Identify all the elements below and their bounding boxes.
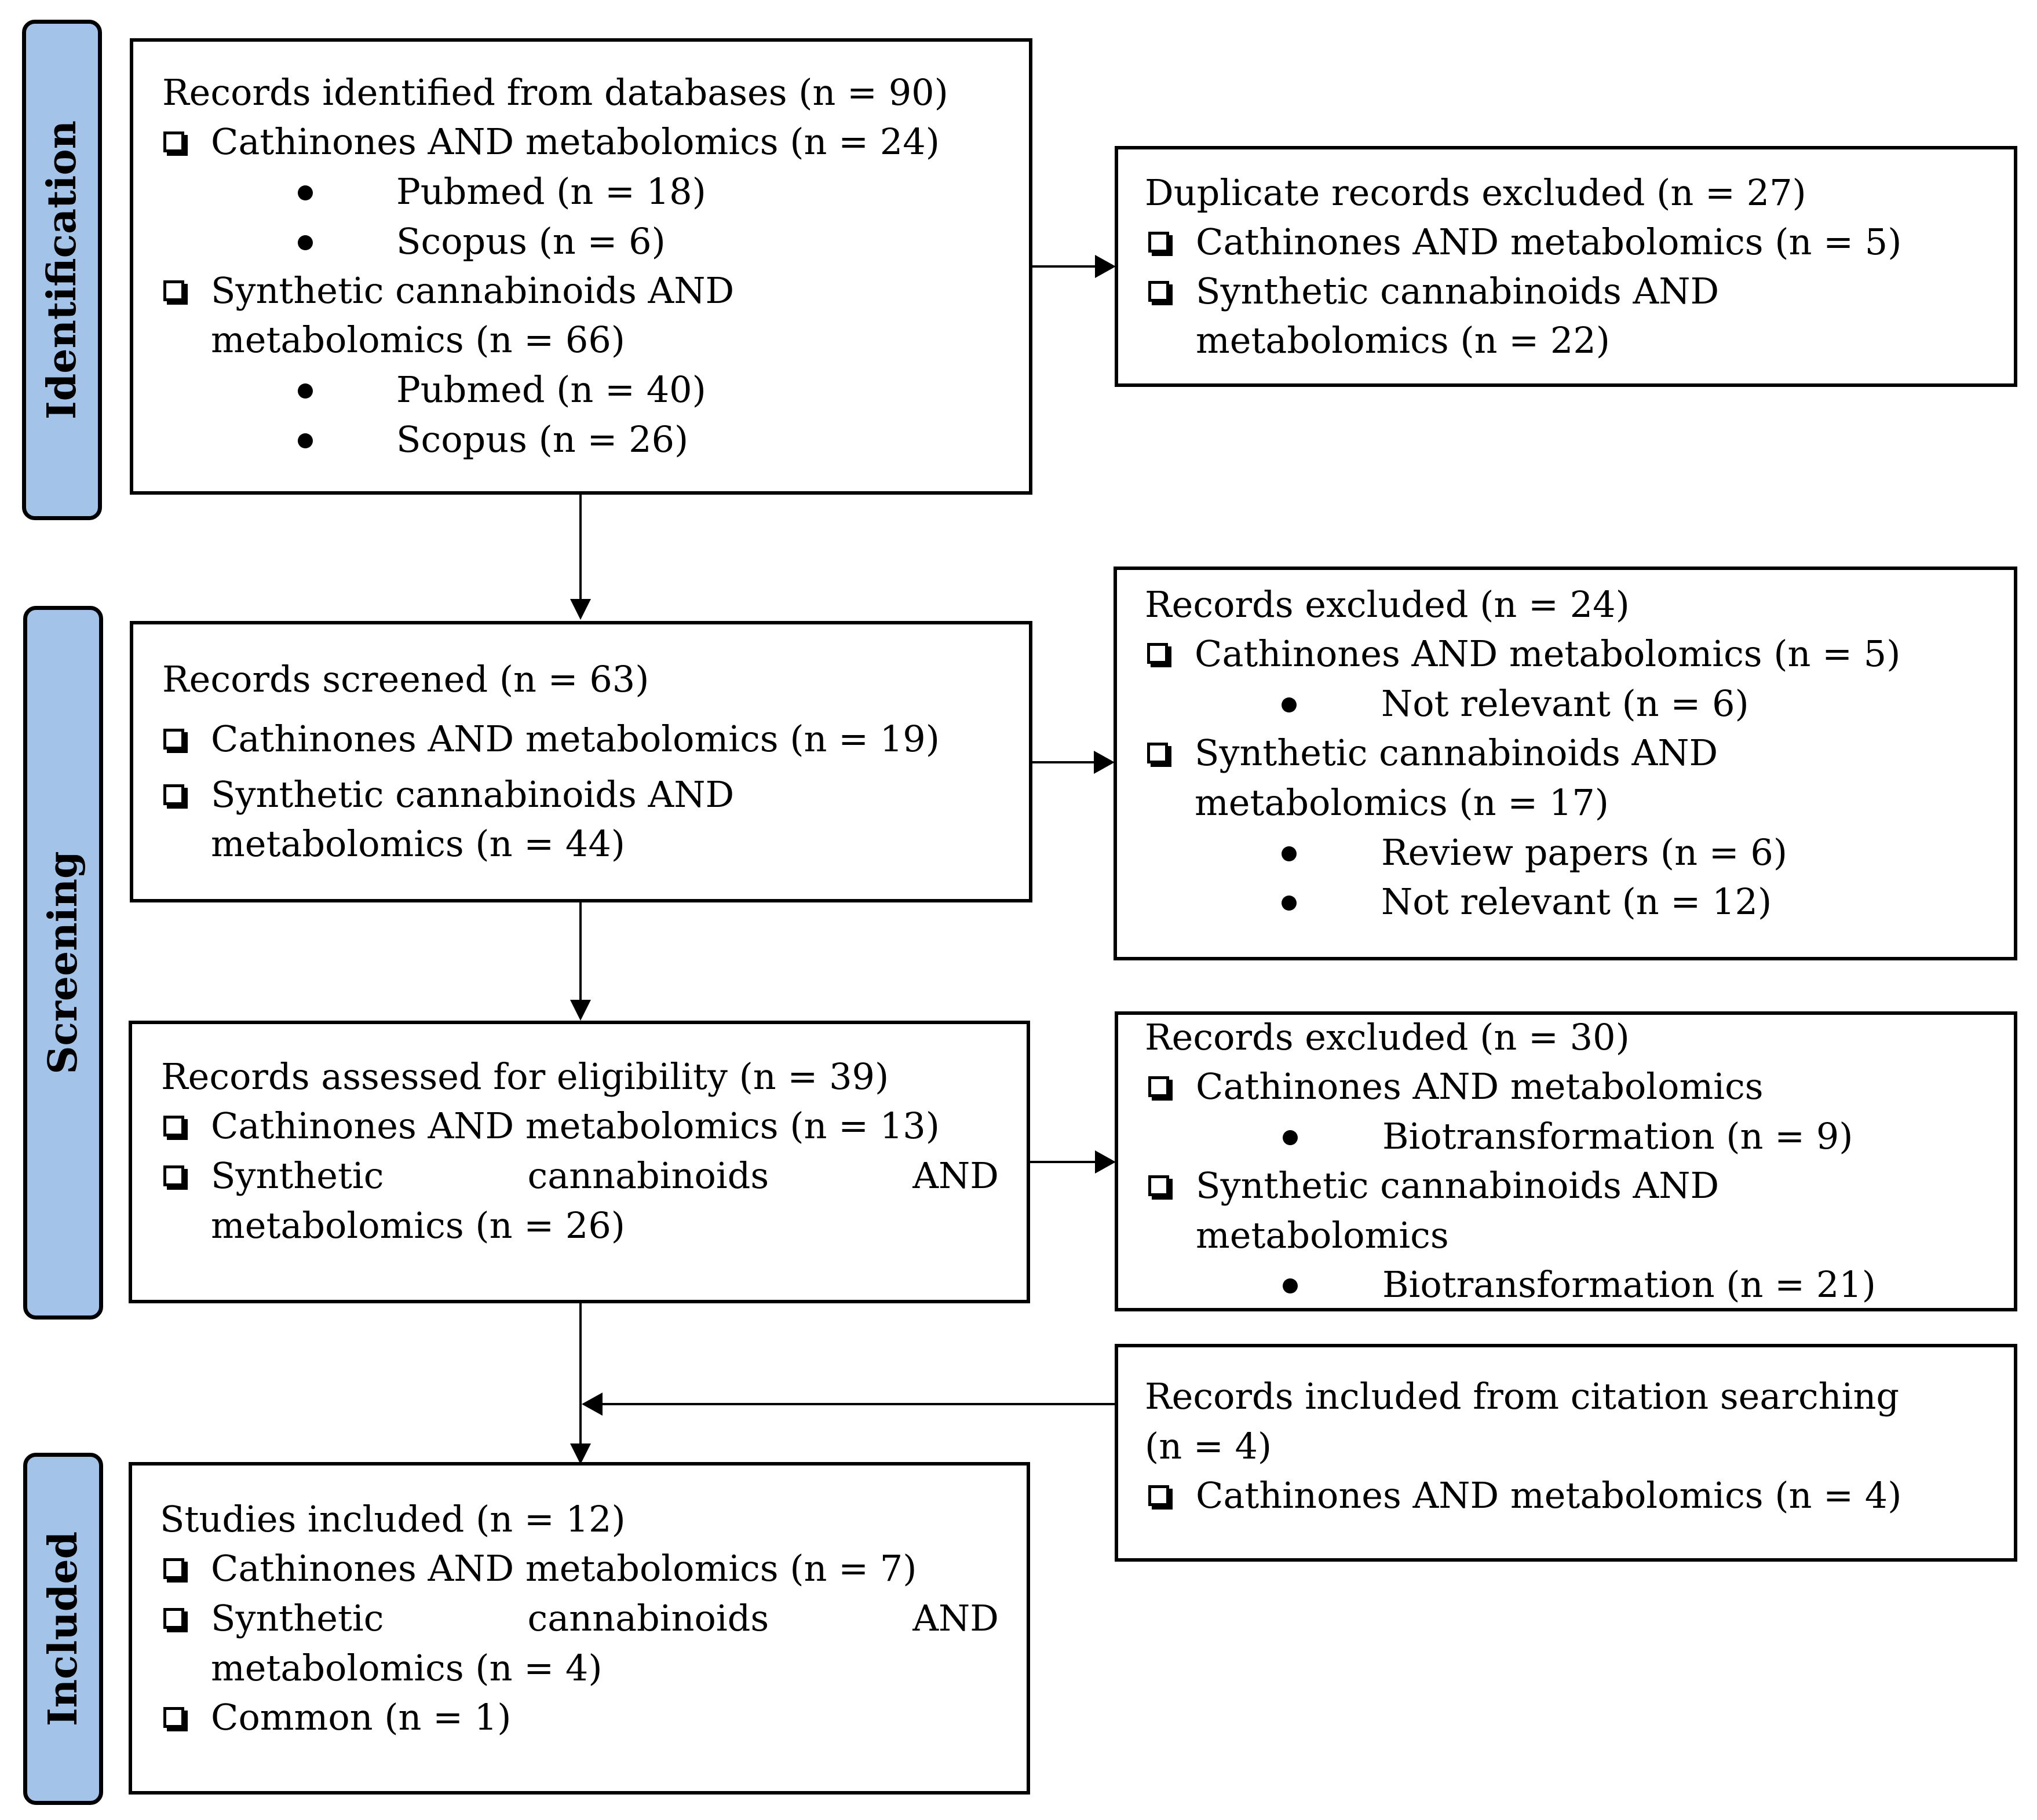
checkbox-icon	[163, 1707, 184, 1728]
included-syn-word2: cannabinoids	[527, 1597, 769, 1639]
checkbox-icon	[163, 784, 184, 805]
bullet-icon	[298, 383, 313, 399]
box-eligibility: Records assessed for eligibility (n = 39…	[129, 1021, 1030, 1303]
checkbox-icon	[1148, 1175, 1169, 1196]
arrowhead-eligibility	[570, 1000, 591, 1021]
box-records-identified: Records identified from databases (n = 9…	[130, 38, 1032, 495]
eligibility-syn-line1: Synthetic cannabinoids AND	[211, 1151, 999, 1201]
duplicates-syn-line1: Synthetic cannabinoids AND	[1196, 270, 1720, 312]
excluded2-syn-bio: Biotransformation (n = 21)	[1382, 1263, 1876, 1306]
phase-included: Included	[23, 1453, 103, 1805]
eligibility-syn-word3: AND	[912, 1154, 999, 1197]
box-records-screened: Records screened (n = 63) Cathinones AND…	[130, 621, 1032, 902]
eligibility-cath: Cathinones AND metabolomics (n = 13)	[211, 1105, 940, 1147]
identified-syn-pubmed: Pubmed (n = 40)	[396, 368, 706, 411]
box-records-excluded-30: Records excluded (n = 30) Cathinones AND…	[1115, 1011, 2017, 1311]
checkbox-icon	[1148, 1485, 1169, 1506]
checkbox-icon	[163, 1558, 184, 1579]
checkbox-icon	[1148, 232, 1169, 253]
box-records-excluded-24: Records excluded (n = 24) Cathinones AND…	[1114, 567, 2017, 960]
eligibility-syn-word1: Synthetic	[211, 1154, 384, 1197]
bullet-icon	[1282, 846, 1297, 861]
citation-title-line2: (n = 4)	[1145, 1425, 1272, 1467]
excluded1-cath-notrel: Not relevant (n = 6)	[1381, 682, 1749, 725]
duplicates-title: Duplicate records excluded (n = 27)	[1145, 171, 1806, 214]
included-common: Common (n = 1)	[211, 1696, 512, 1738]
bullet-icon	[298, 433, 313, 448]
checkbox-icon	[163, 1608, 184, 1629]
excluded2-title: Records excluded (n = 30)	[1145, 1016, 1630, 1058]
arrowhead-excluded2	[1095, 1150, 1116, 1174]
citation-title-line1: Records included from citation searching	[1145, 1375, 1900, 1417]
excluded2-cath: Cathinones AND metabolomics	[1196, 1065, 1764, 1108]
included-syn-line2: metabolomics (n = 4)	[211, 1647, 603, 1689]
excluded2-syn-line1: Synthetic cannabinoids AND	[1196, 1164, 1720, 1207]
bullet-icon	[1282, 697, 1297, 712]
checkbox-icon	[163, 1116, 184, 1136]
arrowhead-duplicates	[1095, 255, 1116, 278]
screened-syn-line1: Synthetic cannabinoids AND	[211, 773, 735, 816]
included-syn-line1: Synthetic cannabinoids AND	[211, 1594, 999, 1643]
phase-screening: Screening	[23, 606, 103, 1320]
identified-syn-line1: Synthetic cannabinoids AND	[211, 269, 735, 312]
checkbox-icon	[163, 729, 184, 750]
excluded1-syn-line1: Synthetic cannabinoids AND	[1195, 732, 1718, 774]
excluded1-syn-review: Review papers (n = 6)	[1381, 831, 1788, 874]
screened-title: Records screened (n = 63)	[162, 658, 649, 700]
bullet-icon	[298, 185, 313, 200]
excluded1-syn-notrel: Not relevant (n = 12)	[1381, 880, 1772, 923]
identified-title: Records identified from databases (n = 9…	[162, 71, 948, 114]
checkbox-icon	[163, 280, 184, 301]
arrowhead-screened	[570, 599, 591, 620]
phase-identification: Identification	[22, 20, 102, 520]
identified-syn-line2: metabolomics (n = 66)	[211, 319, 625, 361]
included-title: Studies included (n = 12)	[160, 1498, 626, 1540]
arrowhead-citation	[582, 1393, 603, 1416]
checkbox-icon	[1147, 743, 1168, 763]
checkbox-icon	[1148, 281, 1169, 302]
bullet-icon	[298, 235, 313, 250]
excluded2-syn-line2: metabolomics	[1196, 1214, 1449, 1256]
excluded1-syn-line2: metabolomics (n = 17)	[1195, 781, 1609, 824]
screened-cath: Cathinones AND metabolomics (n = 19)	[211, 718, 940, 760]
box-studies-included: Studies included (n = 12) Cathinones AND…	[129, 1462, 1030, 1795]
excluded2-cath-bio: Biotransformation (n = 9)	[1382, 1115, 1853, 1157]
bullet-icon	[1283, 1130, 1298, 1145]
included-syn-word1: Synthetic	[211, 1597, 384, 1639]
identified-syn-scopus: Scopus (n = 26)	[396, 418, 689, 461]
included-cath: Cathinones AND metabolomics (n = 7)	[211, 1547, 917, 1589]
box-duplicates-excluded: Duplicate records excluded (n = 27) Cath…	[1115, 146, 2017, 387]
bullet-icon	[1282, 896, 1297, 911]
eligibility-title: Records assessed for eligibility (n = 39…	[161, 1055, 889, 1098]
included-syn-word3: AND	[912, 1597, 999, 1639]
eligibility-syn-word2: cannabinoids	[527, 1154, 769, 1197]
checkbox-icon	[1147, 643, 1168, 664]
citation-cath: Cathinones AND metabolomics (n = 4)	[1196, 1474, 1902, 1516]
screened-syn-line2: metabolomics (n = 44)	[211, 823, 625, 865]
checkbox-icon	[163, 1165, 184, 1186]
box-citation-search: Records included from citation searching…	[1115, 1344, 2017, 1562]
duplicates-cath: Cathinones AND metabolomics (n = 5)	[1196, 221, 1902, 263]
duplicates-syn-line2: metabolomics (n = 22)	[1196, 319, 1610, 361]
bullet-icon	[1283, 1278, 1298, 1293]
excluded1-cath: Cathinones AND metabolomics (n = 5)	[1195, 633, 1901, 675]
checkbox-icon	[163, 131, 184, 152]
excluded1-title: Records excluded (n = 24)	[1145, 583, 1630, 626]
identified-cath: Cathinones AND metabolomics (n = 24)	[211, 120, 940, 163]
identified-cath-scopus: Scopus (n = 6)	[396, 220, 666, 262]
identified-cath-pubmed: Pubmed (n = 18)	[396, 170, 706, 213]
checkbox-icon	[1148, 1076, 1169, 1097]
arrowhead-excluded1	[1094, 751, 1115, 774]
arrowhead-included	[570, 1443, 591, 1464]
eligibility-syn-line2: metabolomics (n = 26)	[211, 1204, 625, 1247]
